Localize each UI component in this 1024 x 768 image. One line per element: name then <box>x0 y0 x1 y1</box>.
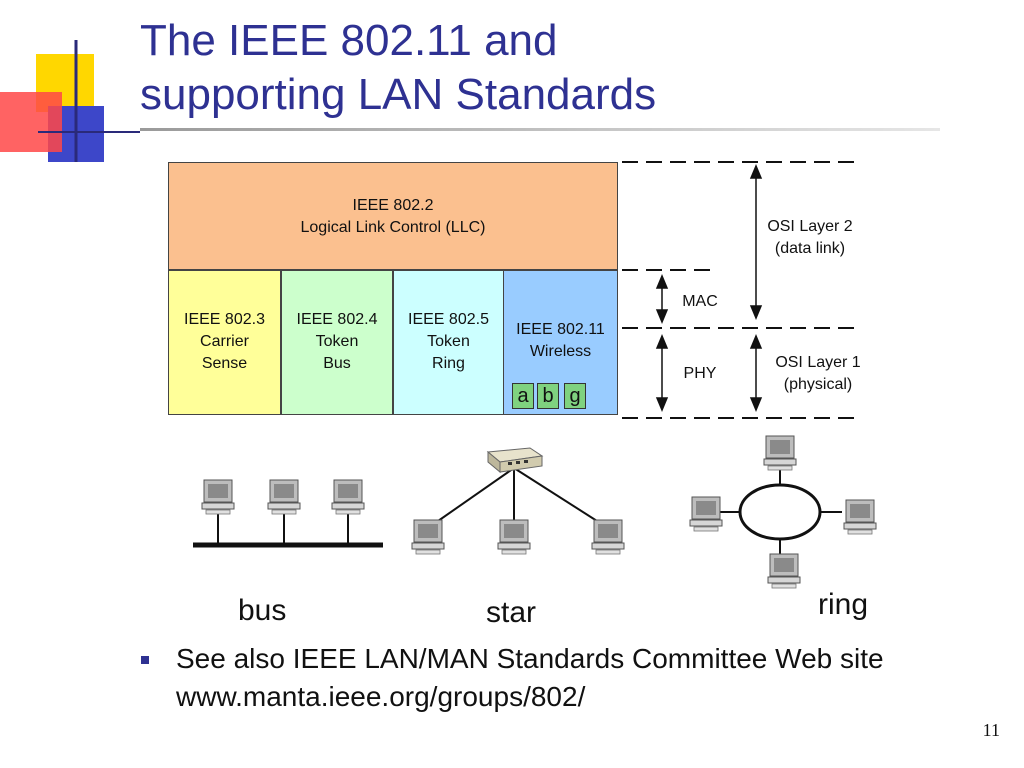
ring-label: ring <box>818 588 869 621</box>
star-label: star <box>486 596 537 629</box>
title-underline <box>140 128 940 131</box>
ieee8024-line-3: Bus <box>323 355 351 372</box>
computer-icon <box>591 519 625 555</box>
computer-icon <box>689 496 723 532</box>
computer-icon <box>843 499 877 535</box>
osi-layer2-line-1: OSI Layer 2 <box>767 218 853 235</box>
mac-label: MAC <box>682 293 718 310</box>
computer-icon <box>497 519 531 555</box>
phy-label: PHY <box>683 365 717 382</box>
hub-icon <box>486 447 544 474</box>
page-number: 11 <box>982 720 1000 740</box>
ieee8023-block: IEEE 802.3 Carrier Sense <box>168 270 281 415</box>
ieee8025-line-1: IEEE 802.5 <box>408 311 489 328</box>
bus-label: bus <box>238 594 287 627</box>
ieee8023-line-2: Carrier <box>200 333 249 350</box>
title-line-2: supporting LAN Standards <box>140 70 657 119</box>
llc-line-1: IEEE 802.2 <box>352 197 434 214</box>
ieee8024-block: IEEE 802.4 Token Bus <box>281 270 393 415</box>
ieee8023-line-1: IEEE 802.3 <box>184 311 265 328</box>
osi-layer2-label: OSI Layer 2 (data link) <box>750 216 870 260</box>
variant-a: a <box>512 383 534 409</box>
title-line-1: The IEEE 802.11 and <box>140 16 558 65</box>
bus-topology <box>193 479 383 548</box>
computer-icon <box>201 479 235 515</box>
osi-layer1-line-2: (physical) <box>783 376 853 393</box>
llc-block: IEEE 802.2 Logical Link Control (LLC) <box>168 162 618 270</box>
ieee8024-line-1: IEEE 802.4 <box>296 311 378 328</box>
ieee8025-line-3: Ring <box>432 355 465 372</box>
ieee8025-block: IEEE 802.5 Token Ring <box>393 270 504 415</box>
star-topology <box>411 447 625 555</box>
osi-layer1-label: OSI Layer 1 (physical) <box>758 352 878 396</box>
page-title: The IEEE 802.11 and supporting LAN Stand… <box>140 14 840 122</box>
osi-layer2-line-2: (data link) <box>774 240 846 257</box>
computer-icon <box>763 435 797 471</box>
bullet-link[interactable]: www.manta.ieee.org/groups/802/ <box>176 681 586 712</box>
ieee80211-line-2: Wireless <box>529 343 592 360</box>
bullet-square-icon <box>141 656 149 664</box>
osi-layer1-line-1: OSI Layer 1 <box>775 354 861 371</box>
ring-topology <box>689 435 877 589</box>
computer-icon <box>331 479 365 515</box>
computer-icon <box>411 519 445 555</box>
computer-icon <box>267 479 301 515</box>
bullet-line-1: See also IEEE LAN/MAN Standards Committe… <box>176 643 884 674</box>
ieee8024-line-2: Token <box>315 333 359 350</box>
variant-g: g <box>564 383 586 409</box>
ieee8025-line-2: Token <box>427 333 470 350</box>
llc-line-2: Logical Link Control (LLC) <box>300 219 486 236</box>
ieee80211-line-1: IEEE 802.11 <box>516 321 605 338</box>
logo-squares <box>0 40 140 162</box>
variant-b: b <box>537 383 559 409</box>
computer-icon <box>767 553 801 589</box>
ieee8023-line-3: Sense <box>201 355 248 372</box>
bullet-text: See also IEEE LAN/MAN Standards Committe… <box>176 640 996 716</box>
